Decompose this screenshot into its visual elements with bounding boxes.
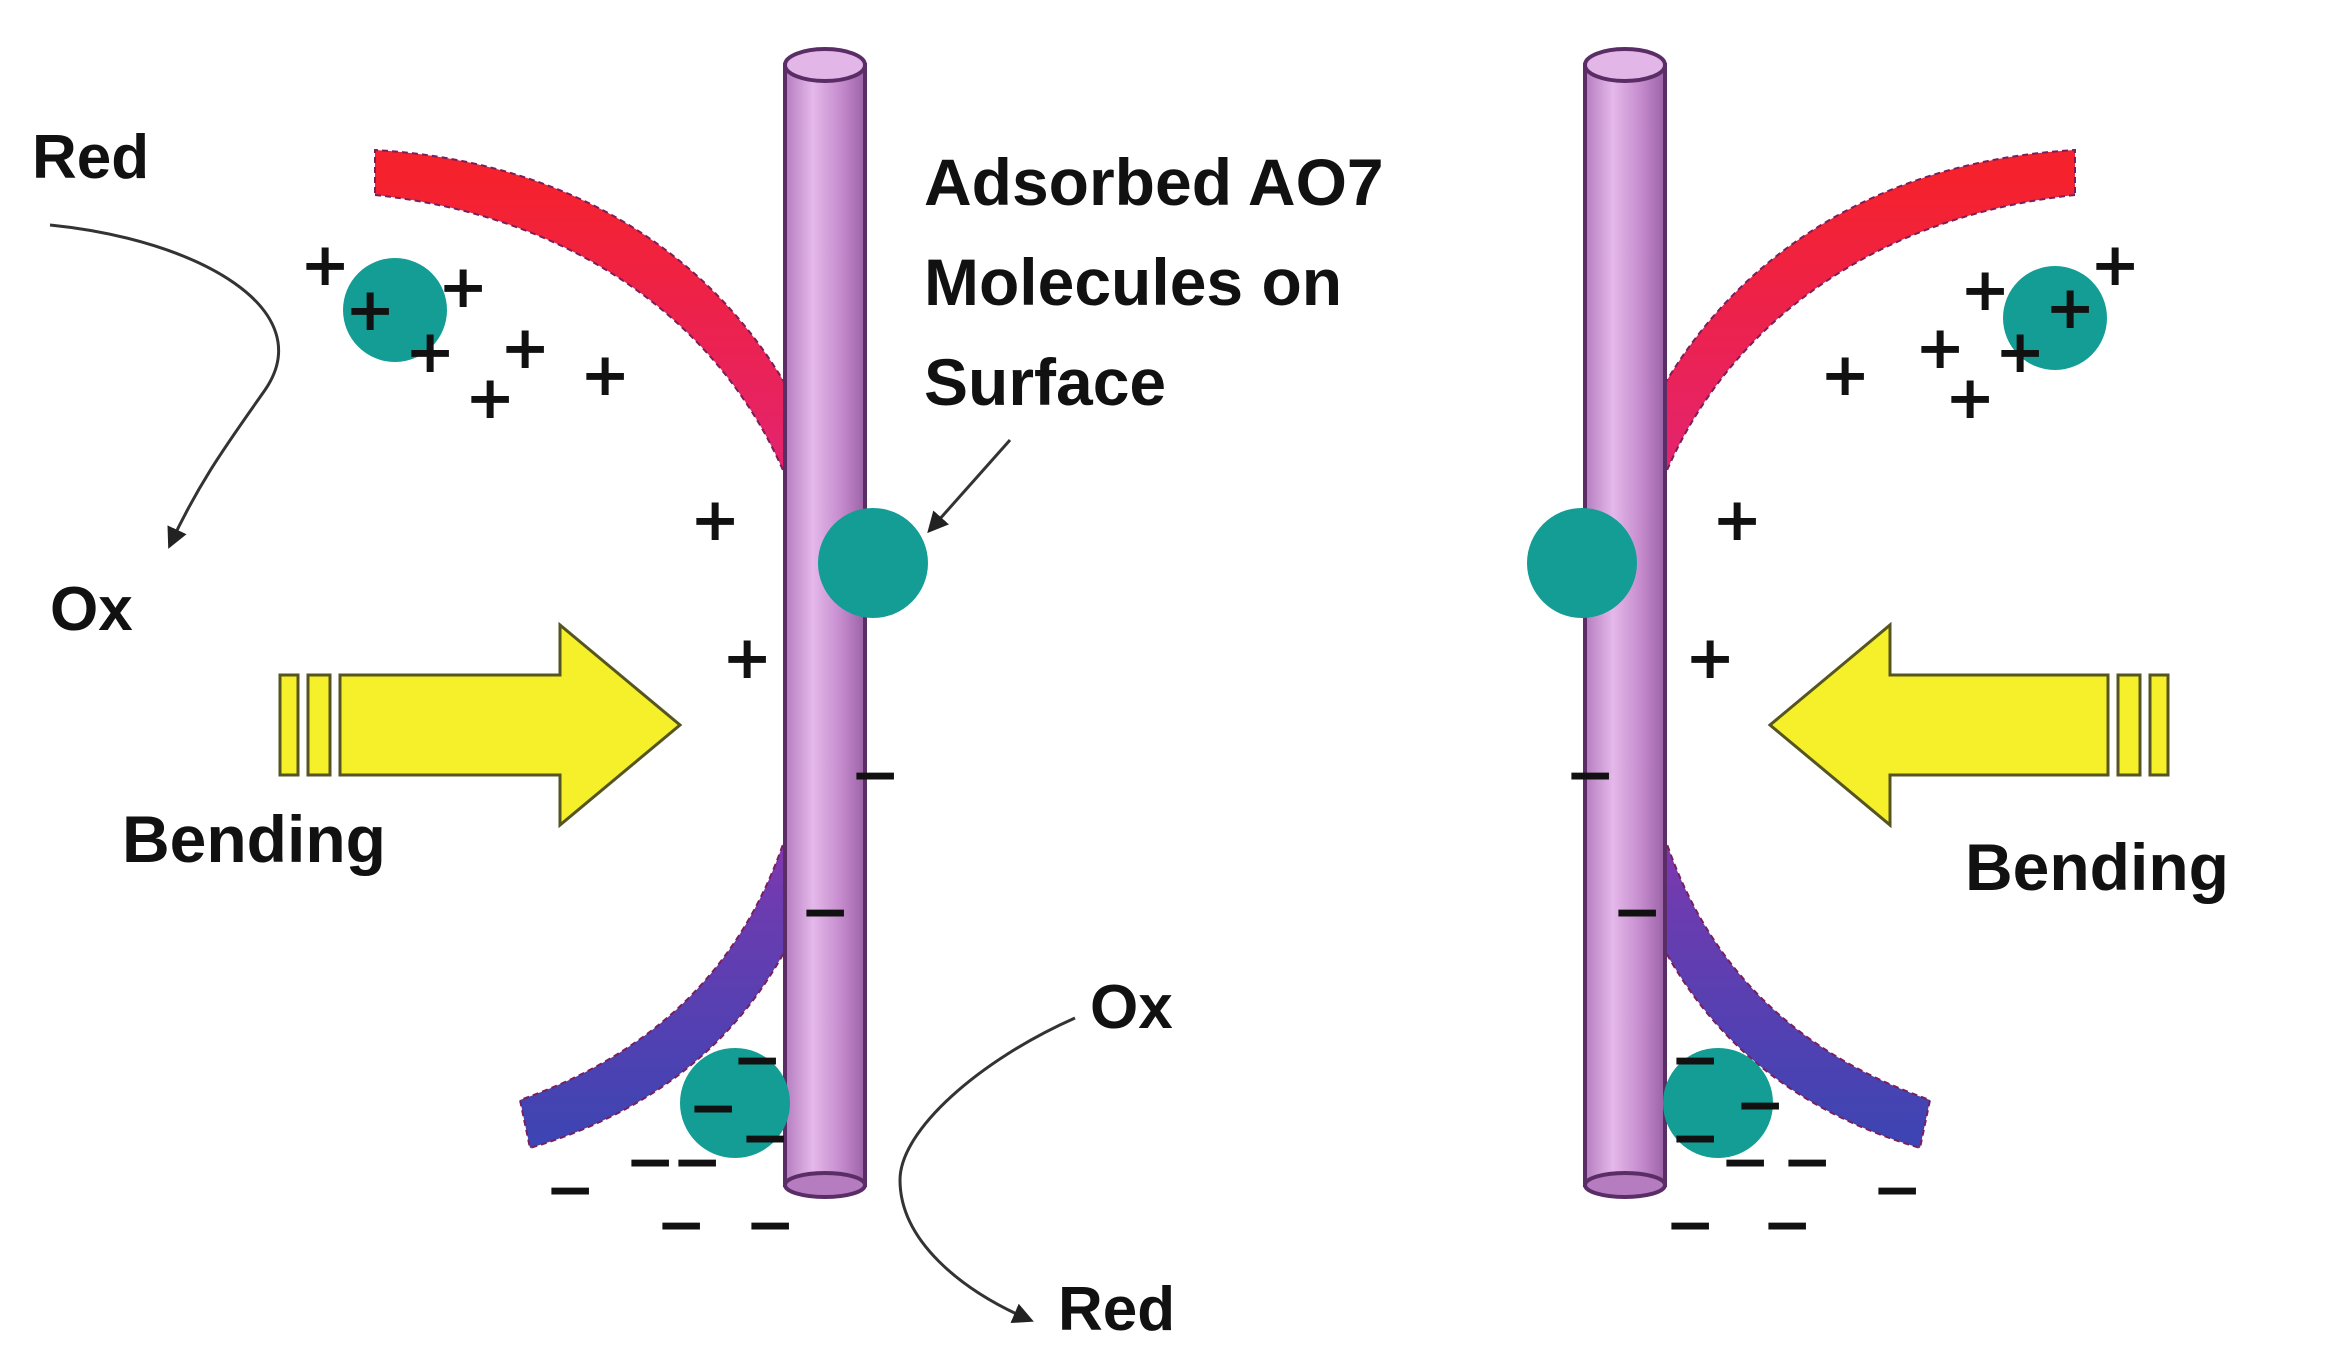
svg-text:+: + xyxy=(300,230,350,300)
adsorbed-label-line2: Molecules on xyxy=(924,245,1342,319)
svg-text:−: − xyxy=(745,1190,795,1260)
left-red-to-ox-arrow xyxy=(49,223,280,549)
adsorbed-label-line3: Surface xyxy=(924,345,1166,419)
svg-text:+: + xyxy=(1995,317,2045,387)
svg-text:−: − xyxy=(740,1103,790,1173)
svg-text:−: − xyxy=(1782,1127,1832,1197)
right-rod xyxy=(1583,47,1667,1199)
svg-text:+: + xyxy=(722,623,772,693)
left-rod xyxy=(783,47,867,1199)
left-bent-arc xyxy=(374,148,857,1150)
left-minus-signs: − − − − − − − − − − xyxy=(545,740,900,1260)
svg-text:−: − xyxy=(1670,1103,1720,1173)
right-assembly: Bending + + + + + + + + + − − − − − − − … xyxy=(1527,47,2229,1260)
svg-text:+: + xyxy=(2090,230,2140,300)
right-plus-signs: + + + + + + + + + xyxy=(1685,230,2140,693)
svg-text:−: − xyxy=(545,1155,595,1225)
left-plus-signs: + + + + + + + + + xyxy=(300,230,772,693)
center-labels: Adsorbed AO7 Molecules on Surface Ox Red xyxy=(898,145,1384,1344)
svg-text:+: + xyxy=(2045,273,2095,343)
svg-text:+: + xyxy=(438,252,488,322)
svg-text:−: − xyxy=(1735,1070,1785,1140)
svg-text:−: − xyxy=(1670,1025,1720,1095)
svg-text:−: − xyxy=(732,1025,782,1095)
bottom-ox-label: Ox xyxy=(1090,973,1173,1042)
svg-text:−: − xyxy=(850,740,900,810)
bottom-red-label: Red xyxy=(1058,1275,1175,1344)
left-ox-label: Ox xyxy=(50,575,133,644)
svg-text:−: − xyxy=(625,1127,675,1197)
left-molecule-top xyxy=(343,258,447,362)
svg-text:−: − xyxy=(800,877,850,947)
bottom-ox-to-red-arrow xyxy=(898,1016,1076,1324)
right-molecule-bottom xyxy=(1663,1048,1773,1158)
svg-text:−: − xyxy=(1665,1190,1715,1260)
svg-text:+: + xyxy=(405,317,455,387)
svg-text:+: + xyxy=(1945,363,1995,433)
left-assembly: Red Ox Bending + + + + + + + + + − − − −… xyxy=(32,47,928,1260)
svg-text:−: − xyxy=(1720,1127,1770,1197)
left-bending-arrow xyxy=(278,621,683,829)
svg-text:+: + xyxy=(690,485,740,555)
svg-text:−: − xyxy=(1762,1190,1812,1260)
svg-text:−: − xyxy=(688,1073,738,1143)
svg-text:+: + xyxy=(1712,485,1762,555)
right-molecule-top xyxy=(2003,266,2107,370)
svg-text:+: + xyxy=(345,275,395,345)
left-red-label: Red xyxy=(32,123,149,192)
svg-text:−: − xyxy=(1565,740,1615,810)
right-bending-arrow xyxy=(1767,621,2170,829)
svg-text:−: − xyxy=(672,1127,722,1197)
svg-text:−: − xyxy=(1872,1155,1922,1225)
right-molecule-mid xyxy=(1527,508,1637,618)
svg-text:+: + xyxy=(1820,340,1870,410)
left-molecule-mid xyxy=(818,508,928,618)
adsorbed-pointer-arrow xyxy=(927,439,1012,534)
svg-text:+: + xyxy=(580,340,630,410)
right-minus-signs: − − − − − − − − − − xyxy=(1565,740,1922,1260)
svg-text:−: − xyxy=(1612,877,1662,947)
svg-text:−: − xyxy=(656,1190,706,1260)
svg-text:+: + xyxy=(465,363,515,433)
svg-text:+: + xyxy=(1685,623,1735,693)
right-bending-label: Bending xyxy=(1965,830,2229,904)
right-bent-arc xyxy=(1593,148,2076,1150)
svg-text:+: + xyxy=(1915,313,1965,383)
left-molecule-bottom xyxy=(680,1048,790,1158)
left-bending-label: Bending xyxy=(122,802,386,876)
adsorbed-label-line1: Adsorbed AO7 xyxy=(924,145,1384,219)
svg-text:+: + xyxy=(1960,255,2010,325)
svg-text:+: + xyxy=(500,313,550,383)
